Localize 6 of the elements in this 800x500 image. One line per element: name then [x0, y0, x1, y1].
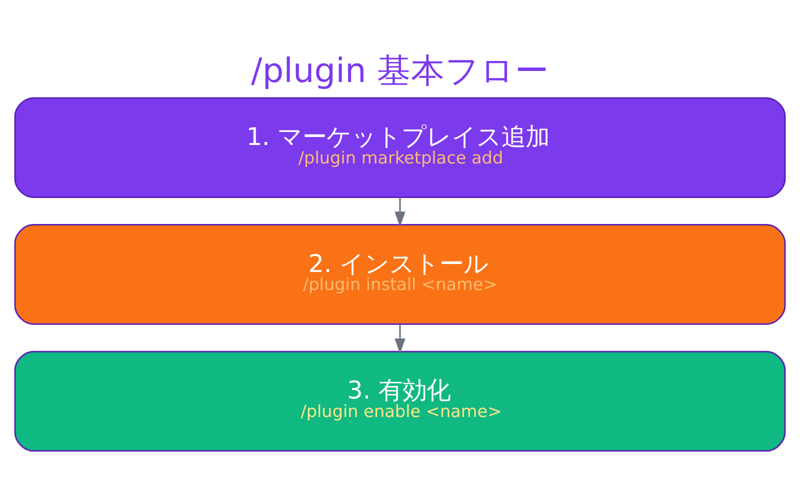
arrow: [394, 324, 406, 354]
arrow: [394, 197, 406, 227]
diagram-title: /plugin 基本フロー: [251, 51, 549, 90]
node-box: 1. マーケットプレイス追加 /plugin marketplace add: [14, 97, 786, 198]
node-box: 3. 有効化 /plugin enable <name>: [14, 350, 786, 452]
node-box: 2. インストール /plugin install <name>: [14, 224, 786, 325]
